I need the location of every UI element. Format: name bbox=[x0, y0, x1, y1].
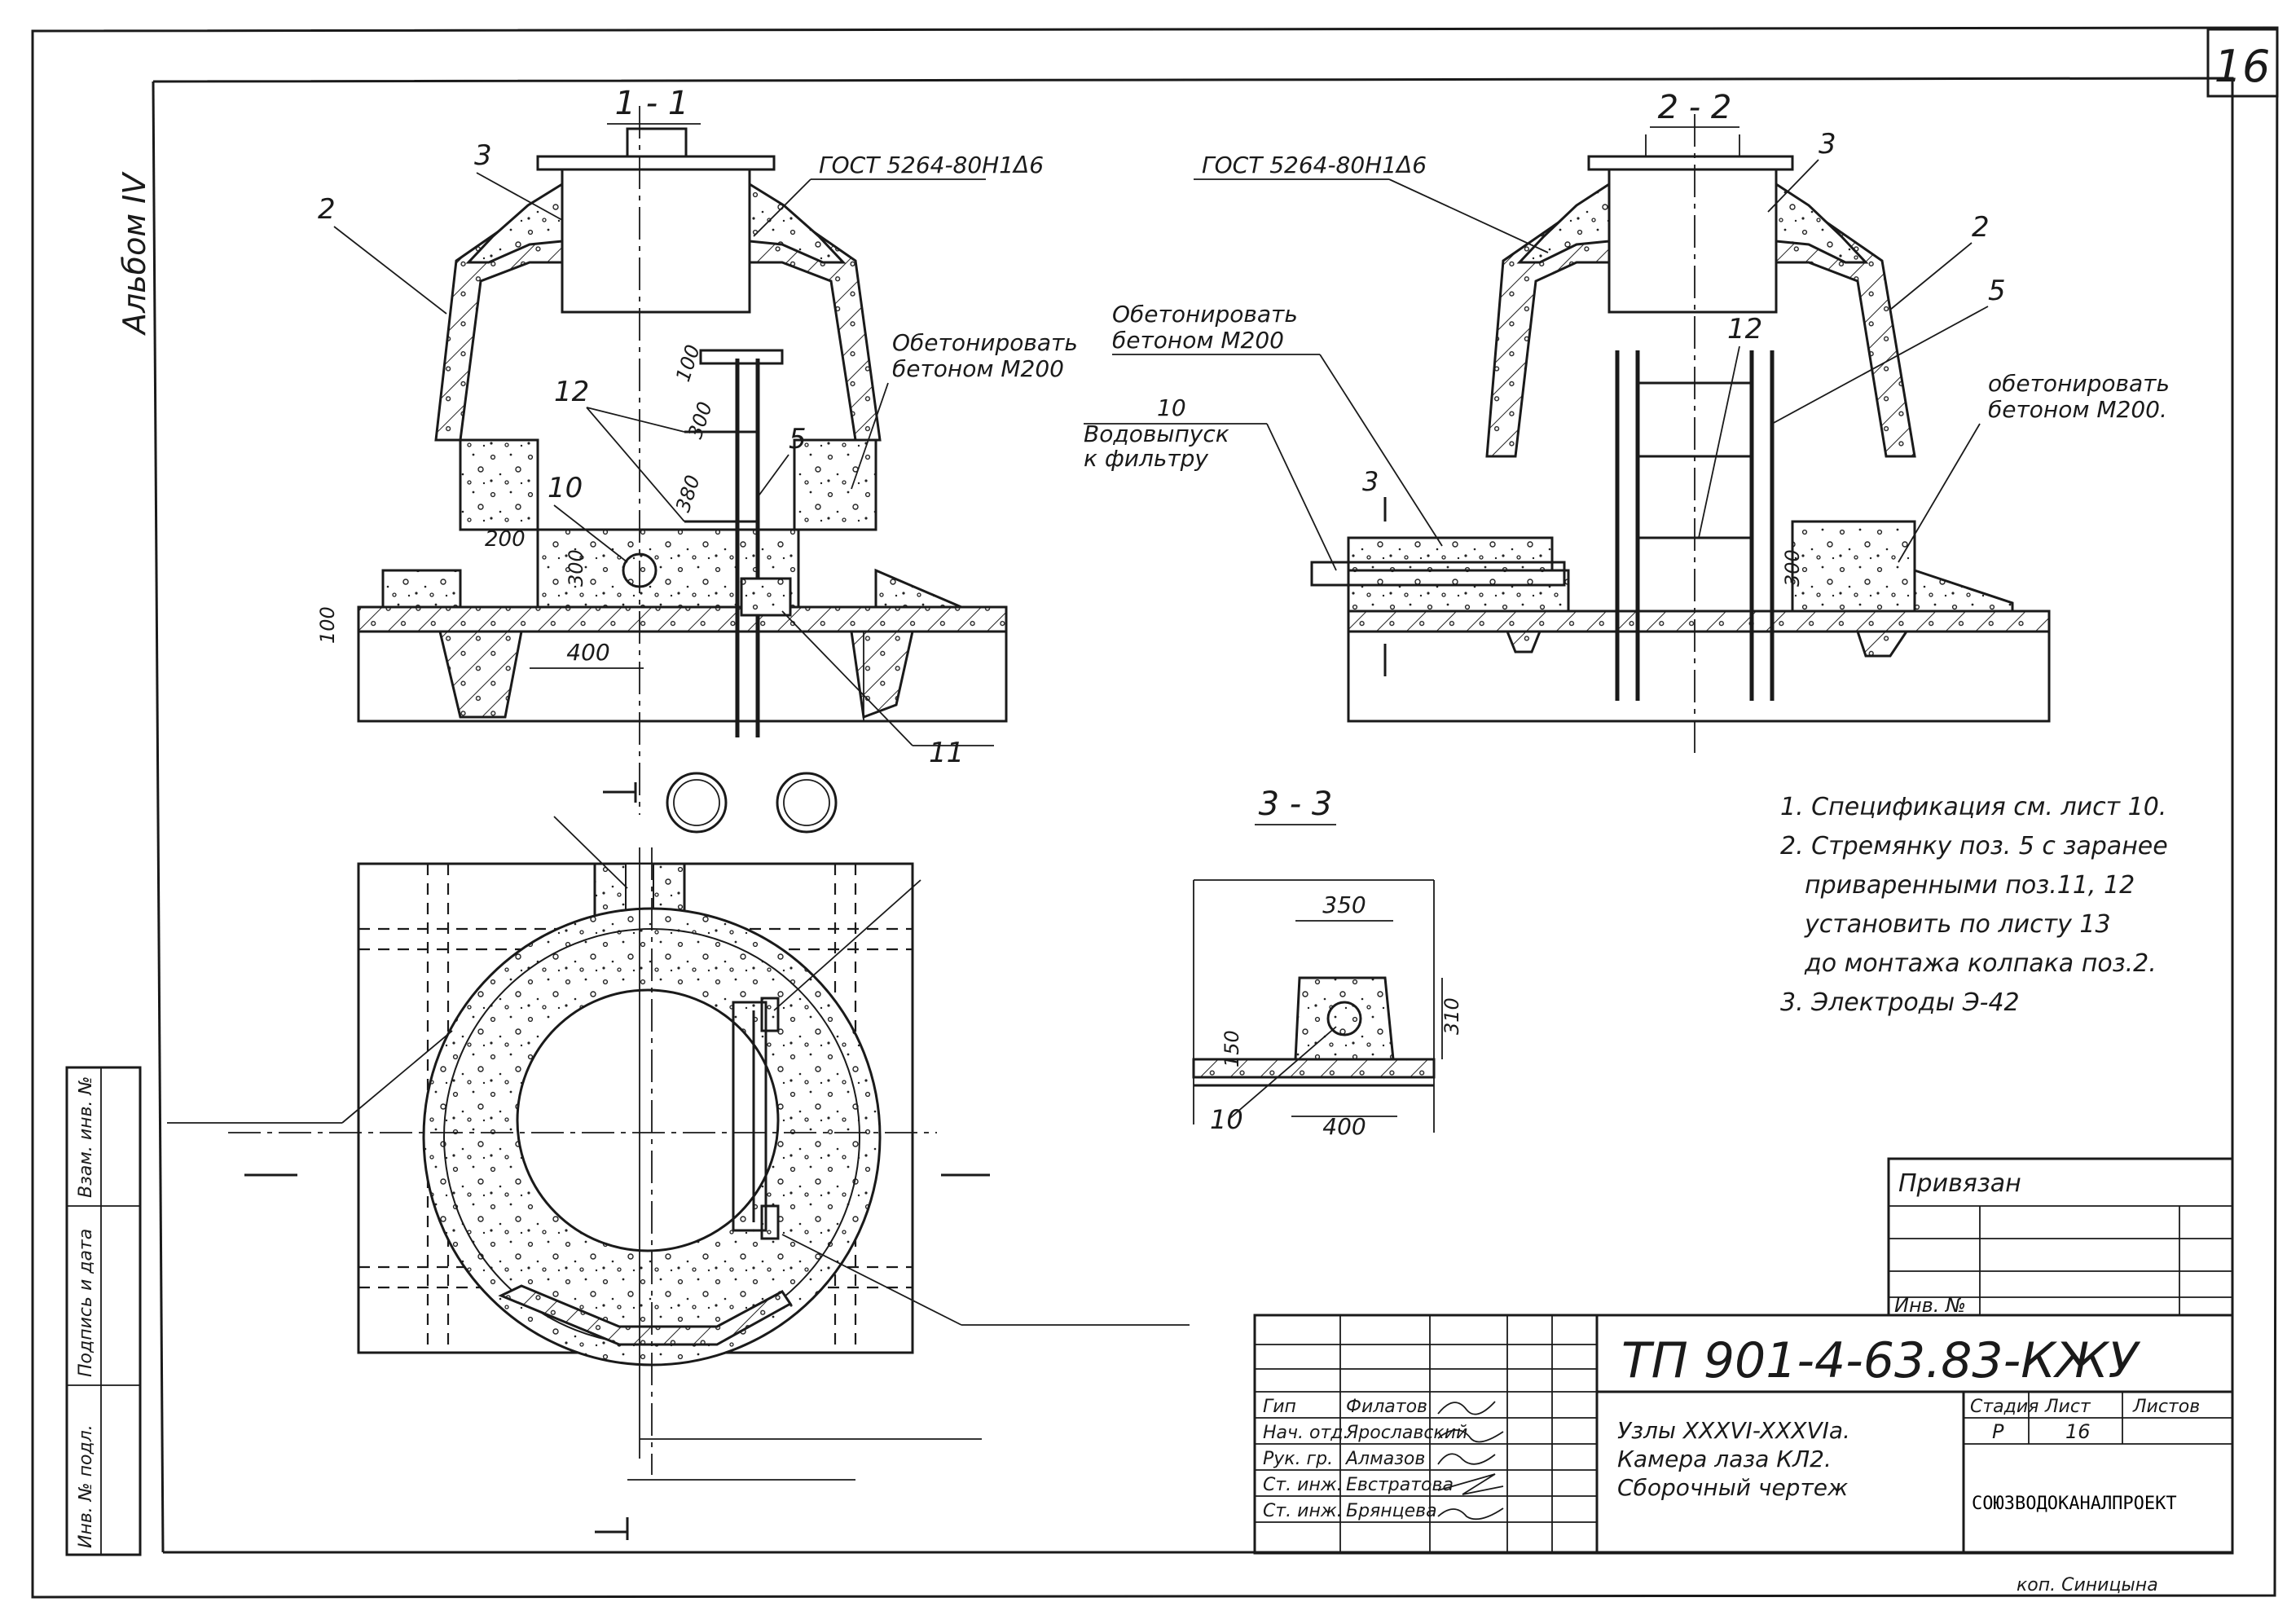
name-5: Брянцева bbox=[1346, 1501, 1437, 1521]
stamp-inv-orig: Инв. № подл. bbox=[76, 1424, 96, 1548]
role-senior-eng-2: Ст. инж. bbox=[1263, 1501, 1343, 1521]
note-line-5: до монтажа колпака поз.2. bbox=[1804, 949, 2157, 978]
description-line-2: Камера лаза КЛ2. bbox=[1617, 1446, 1832, 1472]
pipe-note-line1: Водовыпуск bbox=[1084, 420, 1229, 447]
sheet-label: Лист bbox=[2044, 1397, 2091, 1417]
callout-10-s33: 10 bbox=[1210, 1104, 1243, 1135]
callout-2: 2 bbox=[318, 193, 336, 226]
note-line-3: приваренными поз.11, 12 bbox=[1805, 871, 2135, 900]
drawing-code: ТП 901-4-63.83-КЖУ bbox=[1621, 1332, 2140, 1389]
concrete-note-line1: Обетонировать bbox=[892, 329, 1078, 356]
note-line-6: 3. Электроды Э-42 bbox=[1780, 988, 2020, 1017]
role-gip: Гип bbox=[1263, 1397, 1296, 1417]
sheet-value: 16 bbox=[2065, 1420, 2091, 1443]
dim-400: 400 bbox=[566, 639, 609, 666]
dim-300: 300 bbox=[565, 549, 587, 587]
copyist-signature: коп. Синицына bbox=[2017, 1575, 2158, 1595]
dim-350: 350 bbox=[1322, 891, 1366, 918]
section-1-1: 1 - 1 200 100 300 4 bbox=[316, 85, 1078, 815]
stage-value: Р bbox=[1992, 1420, 2004, 1443]
callout-12-s22: 12 bbox=[1727, 313, 1762, 345]
callout-10: 10 bbox=[548, 472, 583, 504]
plan-view bbox=[167, 772, 1190, 1540]
section-3-3: 3 - 3 350 400 150 310 10 bbox=[1192, 786, 1463, 1140]
gost-weld-top-2: ГОСТ 5264-80Н1Δ6 bbox=[1202, 152, 1427, 178]
gost-weld-top: ГОСТ 5264-80Н1Δ6 bbox=[819, 152, 1044, 178]
name-3: Алмазов bbox=[1344, 1449, 1425, 1469]
callout-5-s22: 5 bbox=[1988, 275, 2006, 307]
section-1-1-title: 1 - 1 bbox=[615, 85, 689, 122]
role-group-lead: Рук. гр. bbox=[1263, 1449, 1333, 1469]
description-line-3: Сборочный чертеж bbox=[1617, 1474, 1848, 1501]
note-line-1: 1. Спецификация см. лист 10. bbox=[1780, 793, 2166, 821]
sheet-frame: 16 bbox=[31, 26, 2279, 1599]
stage-label: Стадия bbox=[1970, 1397, 2039, 1417]
name-1: Филатов bbox=[1346, 1397, 1427, 1417]
pipe-note-line2: к фильтру bbox=[1084, 445, 1208, 472]
binding-inv: Инв. № bbox=[1894, 1294, 1966, 1317]
signatures bbox=[1437, 1401, 1504, 1521]
dim-200: 200 bbox=[485, 527, 526, 552]
dim-310: 310 bbox=[1440, 997, 1463, 1035]
callout-12: 12 bbox=[554, 376, 589, 408]
role-head-dept: Нач. отд. bbox=[1263, 1423, 1349, 1443]
note-line-4: установить по листу 13 bbox=[1804, 910, 2111, 939]
binding-box: Привязан Инв. № bbox=[1887, 1157, 2234, 1317]
dim-300-s22: 300 bbox=[1781, 549, 1804, 587]
callout-2-s22: 2 bbox=[1972, 211, 1990, 244]
name-2: Ярославский bbox=[1345, 1423, 1467, 1443]
role-senior-eng-1: Ст. инж. bbox=[1263, 1475, 1343, 1495]
concrete-right-line1: обетонировать bbox=[1988, 370, 2170, 397]
stamp-repl-inv: Взам. инв. № bbox=[76, 1076, 96, 1198]
callout-3: 3 bbox=[474, 139, 492, 172]
dim-100-ladder: 100 bbox=[671, 342, 705, 385]
page-number: 16 bbox=[2214, 41, 2271, 92]
binding-title: Привязан bbox=[1898, 1169, 2021, 1198]
concrete-right-line2: бетоном М200. bbox=[1988, 396, 2167, 423]
album-label: Альбом IV bbox=[117, 171, 152, 337]
section-3-3-title: 3 - 3 bbox=[1259, 786, 1333, 823]
org-name: СОЮЗВОДОКАНАЛПРОЕКТ bbox=[1972, 1494, 2177, 1514]
dim-380-ladder: 380 bbox=[671, 473, 705, 515]
pipe-note-pos: 10 bbox=[1157, 394, 1186, 421]
concrete-note-line2: бетоном М200 bbox=[892, 355, 1064, 382]
section-2-2: 2 - 2 3 ГОСТ 5264-80Н1Δ6 bbox=[1084, 89, 2170, 754]
dim-100: 100 bbox=[316, 606, 339, 644]
callout-5: 5 bbox=[789, 423, 807, 456]
stamp-sign-date: Подпись и дата bbox=[76, 1229, 96, 1377]
concrete-left-line2: бетоном М200 bbox=[1112, 327, 1284, 354]
callout-11: 11 bbox=[929, 737, 964, 769]
dim-300-ladder: 300 bbox=[684, 399, 717, 442]
side-stamp: Инв. № подл. Подпись и дата Взам. инв. № bbox=[65, 1066, 142, 1556]
general-notes: 1. Спецификация см. лист 10. 2. Стремянк… bbox=[1780, 793, 2168, 1017]
note-line-2: 2. Стремянку поз. 5 с заранее bbox=[1780, 832, 2168, 860]
name-4: Евстратова bbox=[1346, 1475, 1454, 1495]
callout-3-s22: 3 bbox=[1819, 128, 1836, 161]
dim-400-s33: 400 bbox=[1322, 1113, 1366, 1140]
title-block: ТП 901-4-63.83-КЖУ Гип Нач. отд. Рук. гр… bbox=[1253, 1314, 2234, 1555]
dim-150: 150 bbox=[1220, 1030, 1243, 1067]
description-line-1: Узлы XXXVI-XXXVIа. bbox=[1617, 1417, 1850, 1444]
cut-3-label: 3 bbox=[1362, 466, 1379, 497]
sheets-label: Листов bbox=[2132, 1397, 2200, 1417]
concrete-left-line1: Обетонировать bbox=[1112, 301, 1298, 328]
